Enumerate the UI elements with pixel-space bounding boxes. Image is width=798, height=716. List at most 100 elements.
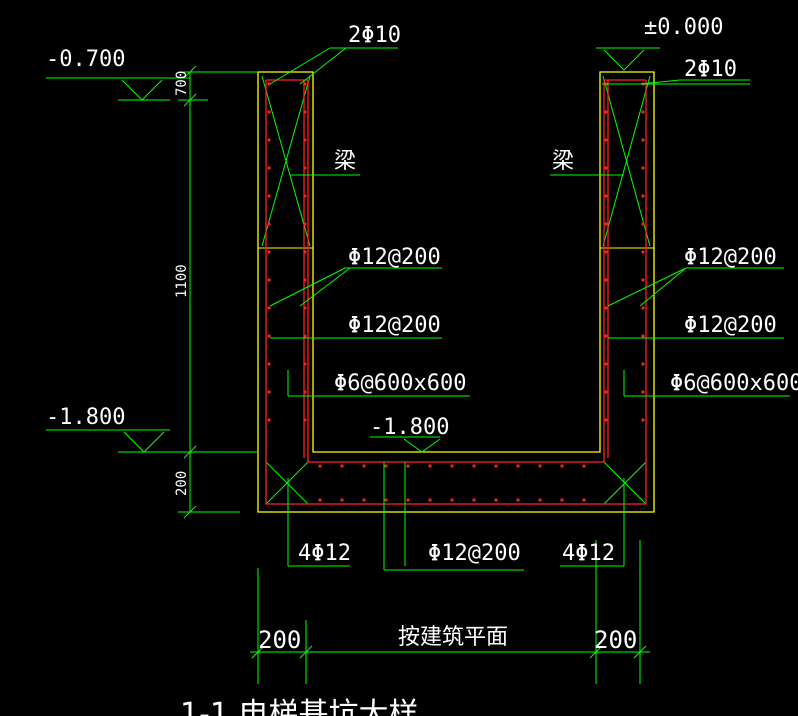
- rebar-dot: [604, 222, 608, 226]
- rebar-dot: [604, 138, 608, 142]
- leader-lines: [269, 47, 790, 571]
- drawing-title: 1-1 电梯基坑大样: [180, 697, 419, 716]
- rebar-dot: [406, 498, 410, 502]
- rebar-dot: [303, 194, 307, 198]
- rebar-dot: [516, 498, 520, 502]
- dim-700: 700: [174, 71, 190, 96]
- rebar-dot: [560, 498, 564, 502]
- label-wall-bar-right-2: Φ12@200: [684, 313, 777, 338]
- rebar-dot: [604, 362, 608, 366]
- rebar-dot: [641, 222, 645, 226]
- rebar-dot: [362, 464, 366, 468]
- rebar-dot: [641, 390, 645, 394]
- rebar-dot: [340, 498, 344, 502]
- dim-center-note: 按建筑平面: [398, 625, 508, 650]
- rebar-dot: [318, 498, 322, 502]
- label-corner-left: 4Φ12: [298, 541, 351, 566]
- label-top-bar-right: 2Φ10: [684, 57, 737, 82]
- rebar-dot: [641, 278, 645, 282]
- label-tie-left: Φ6@600x600: [334, 371, 466, 396]
- corner-left-symbol: [265, 461, 309, 505]
- rebar-dot: [340, 464, 344, 468]
- label-tie-right: Φ6@600x600: [670, 371, 798, 396]
- label-wall-bar-right-1: Φ12@200: [684, 245, 777, 270]
- rebar-dot: [604, 334, 608, 338]
- beam-right-symbol: [600, 75, 654, 249]
- rebar-dot: [472, 498, 476, 502]
- rebar-dot: [641, 250, 645, 254]
- elevation-pit-floor: -1.800: [370, 415, 449, 440]
- rebar-dot: [267, 390, 271, 394]
- rebar-dot: [303, 110, 307, 114]
- elevation-top-left: -0.700: [46, 47, 125, 72]
- dim-200-bottom-left: 200: [258, 626, 301, 654]
- rebar-dot: [641, 306, 645, 310]
- rebar-dot: [604, 166, 608, 170]
- rebar: [265, 79, 647, 505]
- rebar-dot: [303, 222, 307, 226]
- label-wall-bar-left-2: Φ12@200: [348, 313, 441, 338]
- rebar-dots: [267, 82, 645, 502]
- rebar-dot: [641, 362, 645, 366]
- elevation-markers: [46, 47, 660, 453]
- rebar-dot: [604, 306, 608, 310]
- dim-1100: 1100: [174, 264, 190, 298]
- rebar-dot: [604, 110, 608, 114]
- rebar-dot: [472, 464, 476, 468]
- rebar-dot: [516, 464, 520, 468]
- rebar-dot: [303, 306, 307, 310]
- rebar-dot: [267, 306, 271, 310]
- label-beam-left: 梁: [334, 149, 356, 174]
- rebar-dot: [267, 362, 271, 366]
- concrete-outline: [257, 71, 655, 513]
- rebar-dot: [582, 464, 586, 468]
- dim-200-bottom-right: 200: [594, 626, 637, 654]
- rebar-dot: [641, 418, 645, 422]
- rebar-dot: [267, 334, 271, 338]
- rebar-dot: [604, 278, 608, 282]
- rebar-dot: [428, 464, 432, 468]
- rebar-dot: [384, 498, 388, 502]
- rebar-dot: [267, 82, 271, 86]
- rebar-dot: [267, 166, 271, 170]
- rebar-dot: [641, 138, 645, 142]
- rebar-dot: [538, 464, 542, 468]
- rebar-dot: [267, 138, 271, 142]
- rebar-dot: [641, 334, 645, 338]
- rebar-dot: [303, 138, 307, 142]
- rebar-dot: [303, 250, 307, 254]
- rebar-dot: [303, 334, 307, 338]
- rebar-dot: [267, 110, 271, 114]
- rebar-dot: [450, 498, 454, 502]
- rebar-dot: [267, 194, 271, 198]
- label-bottom-bar: Φ12@200: [428, 541, 521, 566]
- rebar-dot: [450, 464, 454, 468]
- rebar-dot: [604, 194, 608, 198]
- rebar-dot: [303, 278, 307, 282]
- rebar-dot: [560, 464, 564, 468]
- rebar-dot: [303, 166, 307, 170]
- rebar-dot: [428, 498, 432, 502]
- elevation-top-right: ±0.000: [644, 15, 723, 40]
- rebar-dot: [604, 250, 608, 254]
- rebar-dot: [303, 418, 307, 422]
- rebar-dot: [406, 464, 410, 468]
- rebar-dot: [362, 498, 366, 502]
- rebar-dot: [538, 498, 542, 502]
- label-beam-right: 梁: [552, 149, 574, 174]
- label-corner-right: 4Φ12: [562, 541, 615, 566]
- rebar-dot: [604, 390, 608, 394]
- rebar-dot: [303, 362, 307, 366]
- rebar-dot: [384, 464, 388, 468]
- label-wall-bar-left-1: Φ12@200: [348, 245, 441, 270]
- rebar-dot: [318, 464, 322, 468]
- rebar-dot: [582, 498, 586, 502]
- rebar-dot: [267, 278, 271, 282]
- dimension-lines: [178, 65, 650, 684]
- rebar-dot: [641, 194, 645, 198]
- rebar-dot: [303, 82, 307, 86]
- elevation-bottom-left: -1.800: [46, 405, 125, 430]
- rebar-dot: [267, 222, 271, 226]
- rebar-dot: [641, 110, 645, 114]
